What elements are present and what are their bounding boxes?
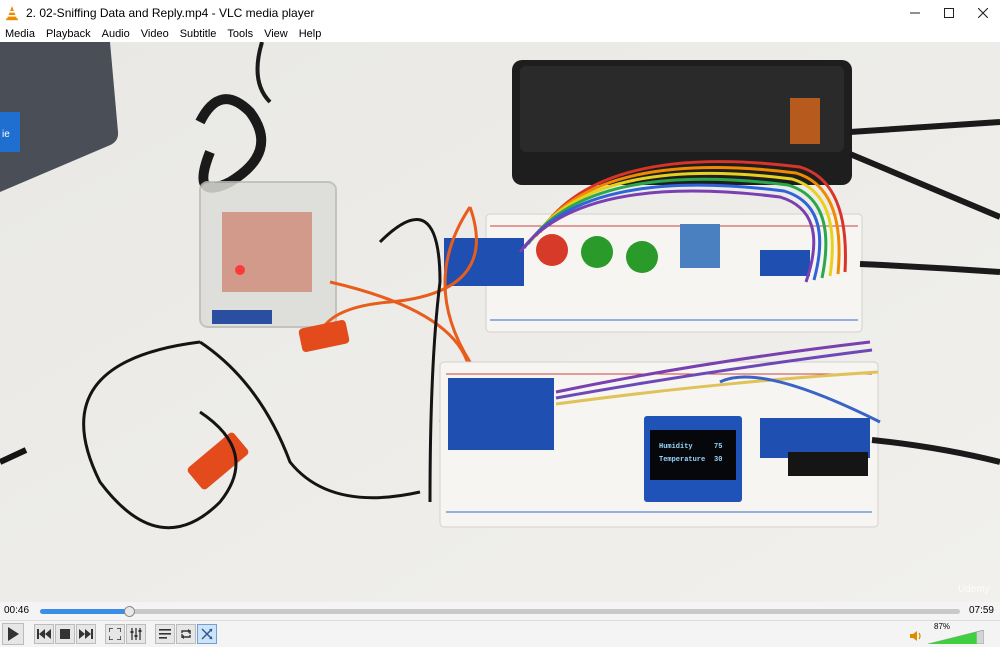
menu-subtitle[interactable]: Subtitle: [179, 28, 217, 40]
window-title: 2. 02-Sniffing Data and Reply.mp4 - VLC …: [26, 6, 315, 20]
play-icon: [8, 627, 19, 641]
maximize-button[interactable]: [932, 0, 966, 26]
previous-button[interactable]: [34, 624, 54, 644]
seek-slider[interactable]: [40, 606, 960, 617]
menu-playback[interactable]: Playback: [45, 28, 91, 40]
play-button[interactable]: [2, 623, 24, 645]
volume-level: [928, 631, 977, 644]
seek-progress: [40, 609, 130, 614]
oled-humidity-label: Humidity: [659, 443, 693, 451]
previous-icon: [37, 629, 51, 639]
shuffle-icon: [201, 628, 213, 640]
cable-top: [255, 42, 272, 104]
oled-temperature-value: 30: [714, 456, 722, 464]
black-wires: [0, 218, 442, 530]
video-frame[interactable]: ie: [0, 42, 1000, 602]
volume-control: 87%: [900, 621, 1000, 647]
extended-settings-icon: [130, 628, 142, 640]
menu-audio[interactable]: Audio: [101, 28, 130, 40]
menu-tools[interactable]: Tools: [227, 28, 254, 40]
playlist-icon: [159, 629, 171, 639]
window-controls: [898, 0, 1000, 26]
vlc-cone-icon: [6, 6, 18, 21]
seek-handle[interactable]: [124, 606, 136, 617]
controls-bar: 87%: [0, 620, 1000, 647]
oled-display: [644, 416, 742, 502]
close-icon: [978, 8, 988, 18]
volume-percent: 87%: [934, 622, 951, 631]
menu-media[interactable]: Media: [5, 28, 35, 40]
extended-settings-button[interactable]: [126, 624, 146, 644]
oled-humidity-value: 75: [714, 443, 722, 451]
purple-wires: [555, 340, 881, 424]
oled-temperature-label: Temperature: [659, 456, 705, 464]
menu-view[interactable]: View: [264, 28, 288, 40]
menu-help[interactable]: Help: [298, 28, 322, 40]
stop-icon: [60, 629, 70, 639]
stop-button[interactable]: [55, 624, 75, 644]
fullscreen-icon: [109, 628, 121, 640]
svg-text:ie: ie: [2, 129, 10, 140]
minimize-icon: [910, 12, 920, 14]
shuffle-button[interactable]: [197, 624, 217, 644]
usb-cable-top: [859, 261, 1000, 275]
close-button[interactable]: [966, 0, 1000, 26]
power-bank: [512, 60, 1000, 220]
ribbon-cable: [518, 160, 847, 283]
maximize-icon: [944, 8, 954, 18]
total-time: 07:59: [968, 605, 994, 616]
elapsed-time: 00:46: [4, 605, 30, 616]
speaker-icon[interactable]: [910, 631, 922, 641]
breadboard-top: [444, 213, 863, 333]
next-button[interactable]: [76, 624, 96, 644]
next-icon: [79, 629, 93, 639]
volume-slider[interactable]: [928, 630, 984, 644]
usb-cable: [871, 437, 1000, 465]
loop-icon: [181, 629, 191, 639]
loop-button[interactable]: [176, 624, 196, 644]
seek-bar-row: 00:46 07:59: [0, 602, 1000, 620]
playlist-button[interactable]: [155, 624, 175, 644]
title-bar: 2. 02-Sniffing Data and Reply.mp4 - VLC …: [0, 0, 1000, 26]
laptop: ie: [0, 42, 119, 192]
fullscreen-button[interactable]: [105, 624, 125, 644]
video-scene: ie: [0, 42, 1000, 602]
menu-video[interactable]: Video: [140, 28, 169, 40]
udemy-watermark: Udemy: [958, 584, 990, 595]
menu-bar: Media Playback Audio Video Subtitle Tool…: [0, 26, 1000, 42]
clear-enclosure: [199, 181, 337, 328]
minimize-button[interactable]: [898, 0, 932, 26]
